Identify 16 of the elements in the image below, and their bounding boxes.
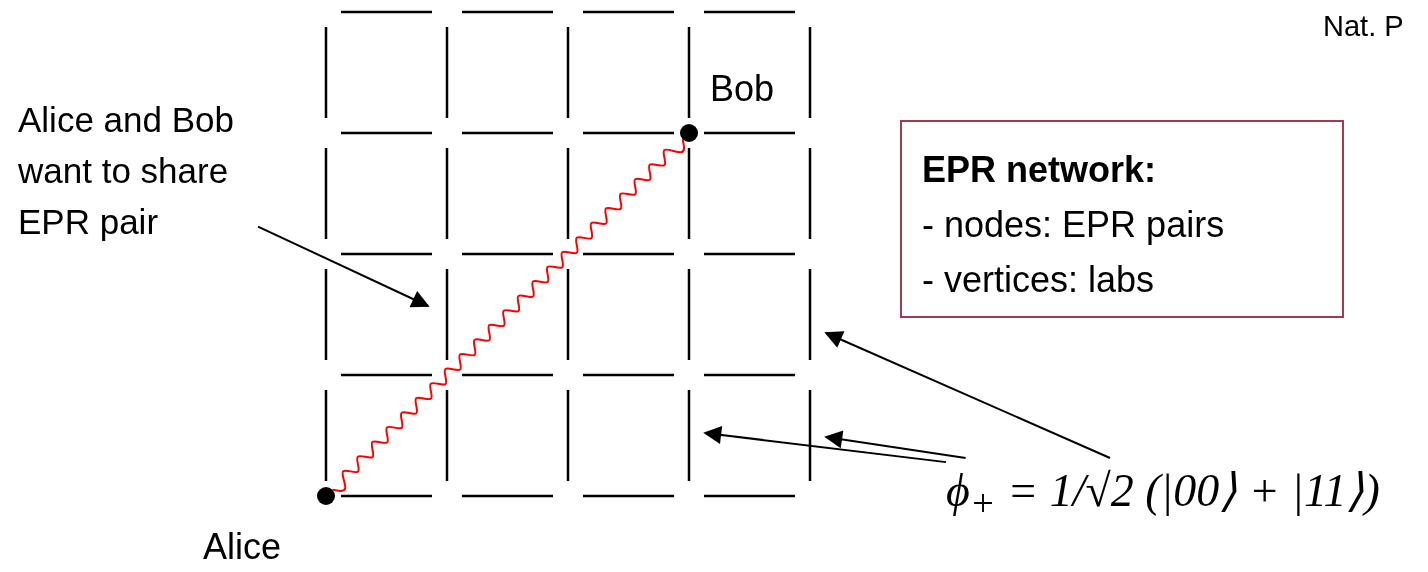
wavy-line [331, 138, 686, 493]
leader-arrow [703, 426, 947, 464]
annotation-text: Alice and Bob want to share EPR pair [18, 94, 298, 247]
leader-arrow [824, 430, 967, 459]
leader-arrow [257, 225, 430, 308]
list-item: - nodes: EPR pairs [922, 203, 1225, 247]
info-box [900, 120, 1344, 318]
leader-arrow [824, 331, 1111, 459]
vertex-dot [317, 487, 335, 505]
citation-text: Nat. P [1323, 9, 1404, 44]
formula-text: ϕ$_{+}$ = 1/√2 (|00⟩ + |11⟩) [946, 458, 1424, 537]
list-item: - vertices: labs [922, 258, 1155, 302]
box-heading: EPR network: [922, 148, 1157, 192]
vertex-dot [680, 124, 698, 142]
vertex-label: Alice [203, 525, 283, 569]
vertex-label: Bob [710, 67, 776, 111]
